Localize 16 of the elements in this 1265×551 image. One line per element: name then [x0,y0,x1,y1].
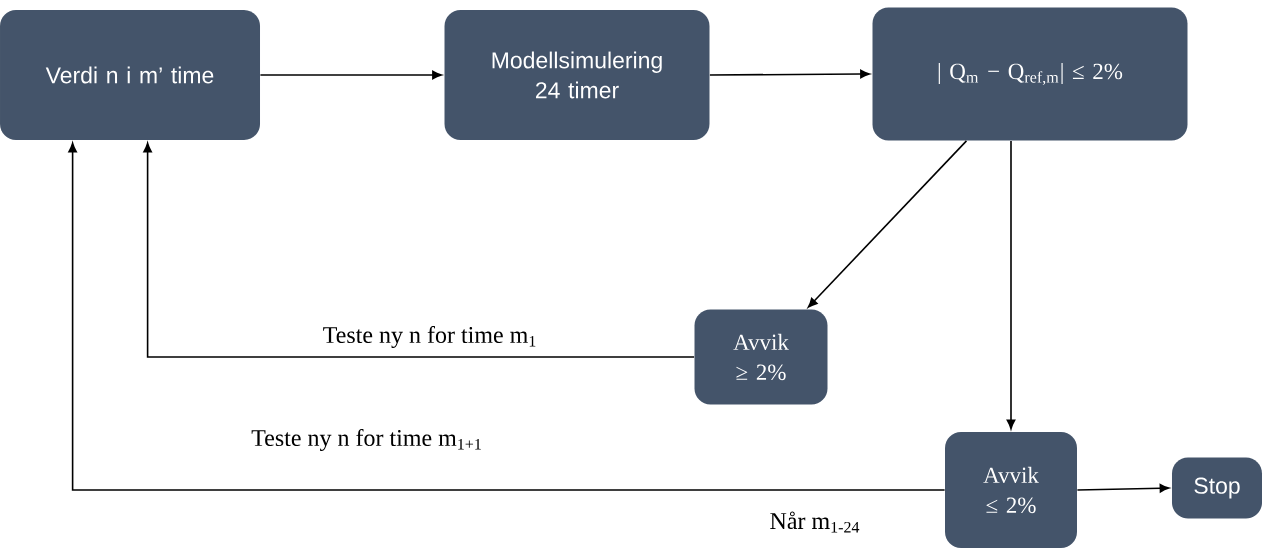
edge-label: Teste ny n for time m$_{1+1}$ [251,428,481,452]
arrow [259,70,442,80]
arrow [709,69,870,79]
arrow [68,142,946,491]
process-box: Avvik ≥ 2% [694,309,828,405]
edge-label: Teste ny n for time m$_{1}$ [323,325,536,349]
process-box: Stop [1172,457,1262,519]
process-box: Modellsimulering 24 timer [444,10,710,140]
arrow [807,140,968,308]
process-box: Verdi n i m’ time [0,10,260,140]
arrow [1006,140,1016,430]
note-label: Når m$_{1-24}$ [770,511,860,533]
process-box: | Q$_{m}$ − Q$_{ref,m}$| ≤ 2% [872,7,1188,141]
arrow [1076,483,1170,493]
process-box: Avvik ≤ 2% [945,432,1077,548]
arrow [143,142,695,358]
